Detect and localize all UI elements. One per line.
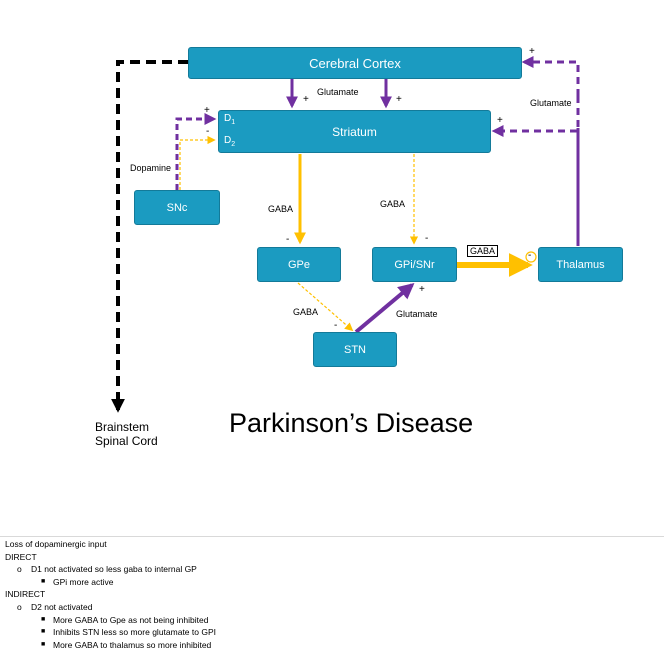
- notes-direct-item: o D1 not activated so less gaba to inter…: [5, 563, 216, 576]
- notes-indirect-subitem-text: Inhibits STN less so more glutamate to G…: [53, 627, 216, 638]
- minus-sign-gpe: -: [286, 234, 290, 245]
- plus-sign-striatum-1: +: [303, 94, 309, 105]
- diagram-title: Parkinson’s Disease: [229, 408, 474, 438]
- gaba-stn-label: GABA: [293, 307, 319, 317]
- d2-label: D2: [224, 136, 235, 150]
- stn-label: STN: [344, 343, 366, 356]
- notes-divider: [0, 536, 664, 537]
- thalamus-label: Thalamus: [556, 258, 605, 271]
- brainstem-text: Brainstem: [95, 420, 150, 434]
- gpe-to-stn-arrow: [297, 282, 354, 332]
- thalamus-to-cortex-arrow: [521, 56, 580, 96]
- plus-sign-cortex-in: +: [529, 46, 535, 57]
- gaba-thalamus-label: GABA: [467, 245, 499, 257]
- gaba-thalamus-text: GABA: [467, 245, 499, 257]
- cortex-to-brainstem-arrow: [111, 60, 188, 413]
- cerebral-cortex-box: Cerebral Cortex: [188, 47, 522, 79]
- gpi-snr-label: GPi/SNr: [394, 258, 435, 271]
- plus-sign-d1: +: [204, 105, 210, 116]
- notes-indirect-subitem: ■ More GABA to Gpe as not being inhibite…: [5, 614, 216, 627]
- striatum-label: Striatum: [332, 124, 377, 139]
- glutamate-stn-label: Glutamate: [396, 309, 438, 319]
- spinal-cord-text: Spinal Cord: [95, 434, 158, 448]
- square-bullet-icon: ■: [41, 628, 46, 636]
- striatum-box: Striatum: [218, 110, 491, 153]
- notes-indirect-item-text: D2 not activated: [31, 601, 93, 612]
- notes-section: Loss of dopaminergic input DIRECT o D1 n…: [5, 538, 216, 651]
- notes-direct-item-text: D1 not activated so less gaba to interna…: [31, 564, 197, 575]
- notes-indirect-subitem: ■ More GABA to thalamus so more inhibite…: [5, 639, 216, 652]
- minus-sign-d2: -: [206, 126, 210, 137]
- dopamine-label: Dopamine: [130, 163, 172, 173]
- cerebral-cortex-label: Cerebral Cortex: [309, 55, 401, 71]
- gaba-gpe-label: GABA: [268, 204, 294, 214]
- snc-label: SNc: [166, 201, 188, 214]
- thalamus-box: Thalamus: [538, 247, 623, 282]
- hollow-bullet-icon: o: [17, 564, 22, 575]
- notes-indirect-subitem-text: More GABA to thalamus so more inhibited: [53, 639, 212, 650]
- notes-heading: Loss of dopaminergic input: [5, 539, 107, 549]
- snc-to-d1-arrow: [175, 113, 217, 190]
- square-bullet-icon: ■: [41, 640, 46, 648]
- notes-direct-subitem-text: GPi more active: [53, 576, 114, 587]
- notes-indirect-subitem: ■ Inhibits STN less so more glutamate to…: [5, 626, 216, 639]
- thalamus-inhibition-circle: [525, 251, 537, 263]
- notes-indirect-subitem-text: More GABA to Gpe as not being inhibited: [53, 614, 209, 625]
- brainstem-spinal-cord-label: Brainstem Spinal Cord: [95, 420, 158, 448]
- minus-sign-gpi: -: [425, 233, 429, 244]
- gpe-box: GPe: [257, 247, 341, 282]
- square-bullet-icon: ■: [41, 577, 46, 585]
- snc-to-d2-arrow: [179, 135, 216, 190]
- notes-direct-subitem: ■ GPi more active: [5, 576, 216, 589]
- notes-indirect-item: o D2 not activated: [5, 601, 216, 614]
- minus-sign-thalamus: -: [528, 250, 532, 261]
- glutamate-thalamus-label: Glutamate: [530, 98, 572, 108]
- stn-box: STN: [313, 332, 397, 367]
- thalamus-to-striatum-arrow: [491, 96, 580, 137]
- square-bullet-icon: ■: [41, 615, 46, 623]
- notes-indirect-heading: INDIRECT: [5, 589, 46, 600]
- hollow-bullet-icon: o: [17, 601, 22, 612]
- d1-label: D1: [224, 114, 235, 128]
- d1-text: D1: [224, 113, 236, 127]
- d2-text: D2: [224, 135, 236, 149]
- snc-box: SNc: [134, 190, 220, 225]
- plus-sign-gpi: +: [419, 284, 425, 295]
- glutamate-cortex-label: Glutamate: [317, 87, 359, 97]
- gpi-snr-box: GPi/SNr: [372, 247, 457, 282]
- plus-sign-striatum-thal: +: [497, 115, 503, 126]
- notes-direct-heading: DIRECT: [5, 551, 37, 562]
- plus-sign-striatum-2: +: [396, 94, 402, 105]
- minus-sign-stn: -: [334, 320, 338, 331]
- gaba-gpi-label: GABA: [380, 199, 406, 209]
- stn-to-gpi-arrow: [354, 282, 415, 334]
- gpe-label: GPe: [287, 258, 310, 271]
